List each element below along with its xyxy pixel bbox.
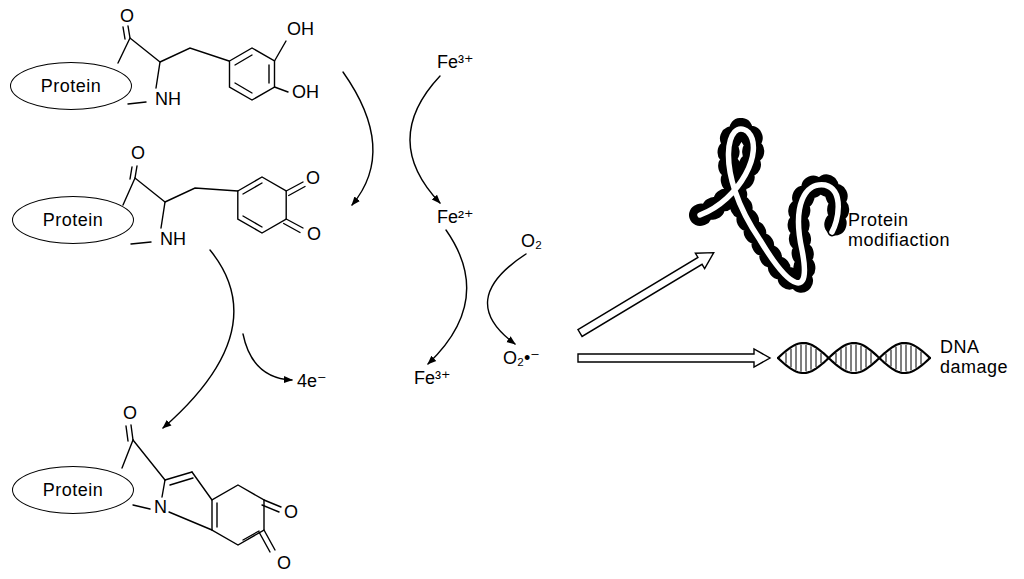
protein-ellipse: Protein	[10, 62, 132, 110]
dna-rung	[901, 345, 902, 370]
atom-label: O₂	[521, 231, 542, 251]
atom-label: 4e⁻	[297, 371, 327, 391]
dna-strand	[778, 343, 930, 373]
dna-rung	[821, 353, 822, 363]
atom-label: Fe³⁺	[414, 368, 451, 388]
dna-rung	[861, 346, 862, 369]
dna-rung	[786, 353, 787, 363]
caption-label: Protein modifiaction	[848, 210, 968, 250]
node-text: Protein	[43, 210, 104, 231]
atom-label: OH	[292, 82, 319, 102]
atom-label: Fe²⁺	[437, 207, 474, 227]
dna-rung	[911, 346, 912, 370]
atom-label: O	[277, 553, 291, 573]
atom-label: N	[154, 497, 167, 517]
atom-label: O	[131, 143, 145, 163]
dna-rung	[866, 349, 867, 367]
dna-rung	[816, 349, 817, 366]
atom-label: O	[307, 224, 321, 244]
dna-rung	[796, 347, 797, 370]
atom-label: O	[306, 168, 320, 188]
atom-label: NH	[160, 229, 186, 249]
protein-ellipse: Protein	[12, 196, 134, 244]
node-text: Protein	[41, 76, 102, 97]
dna-rung	[806, 345, 807, 371]
dna-rung	[851, 345, 852, 370]
dna-rung	[841, 350, 842, 367]
dna-rung	[921, 352, 922, 364]
atom-label: O	[120, 6, 134, 26]
atom-label: NH	[155, 89, 181, 109]
dna-rung	[906, 345, 907, 371]
protein-ellipse: Protein	[12, 466, 134, 514]
caption-label: DNA damage	[940, 337, 1020, 377]
atom-label: O₂•⁻	[503, 348, 540, 368]
dna-rung	[871, 353, 872, 364]
dna-rung	[836, 353, 837, 362]
dna-strand	[778, 343, 930, 373]
atom-label: O	[123, 403, 137, 423]
dna-rung	[791, 349, 792, 367]
atom-label: OH	[287, 19, 314, 39]
dna-rung	[891, 350, 892, 366]
dna-rung	[846, 347, 847, 369]
dna-rung	[801, 345, 802, 371]
atom-label: O	[284, 502, 298, 522]
dna-rung	[886, 354, 887, 362]
dna-rung	[811, 347, 812, 370]
dna-rung	[916, 349, 917, 368]
dna-rung	[856, 345, 857, 371]
dna-rung	[896, 347, 897, 369]
atom-label: Fe³⁺	[437, 52, 474, 72]
node-text: Protein	[43, 480, 104, 501]
